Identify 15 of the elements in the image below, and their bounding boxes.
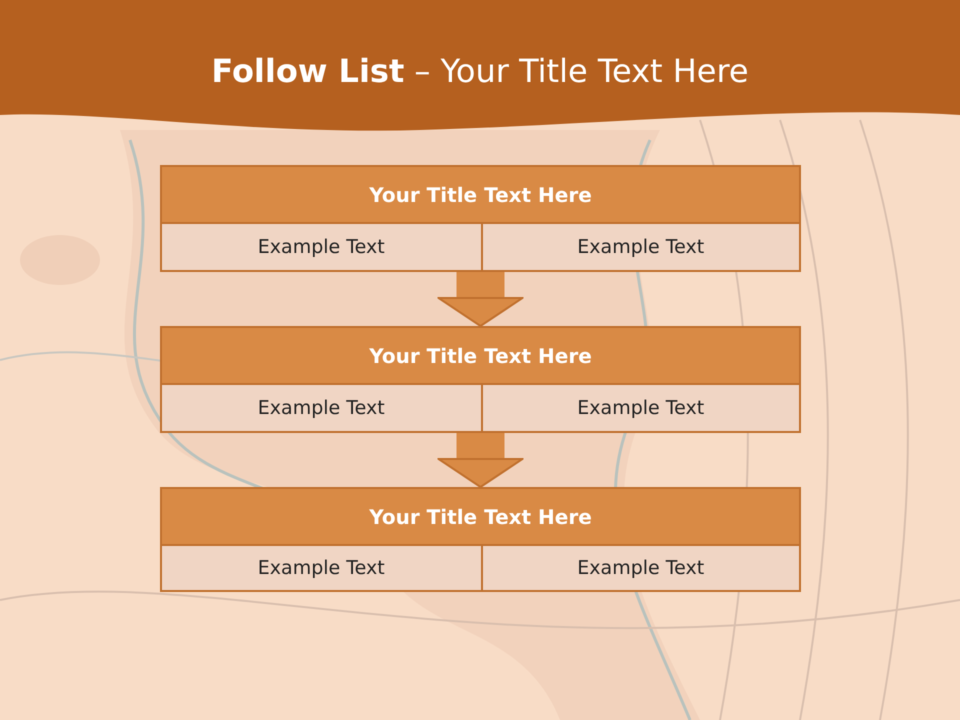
- slide-title: Follow List – Your Title Text Here: [210, 52, 750, 90]
- block-title: Your Title Text Here: [368, 182, 593, 208]
- text-cell: Example Text: [162, 222, 480, 270]
- block-title: Your Title Text Here: [368, 504, 593, 530]
- text-cell: Example Text: [162, 383, 480, 431]
- arrow: [438, 433, 524, 488]
- block-title: Your Title Text Here: [368, 342, 593, 370]
- list-block: [160, 487, 801, 592]
- text-cell: Example Text: [480, 544, 799, 590]
- arrow: [438, 272, 524, 327]
- text-cell: Example Text: [480, 222, 799, 270]
- text-cell: Example Text: [480, 383, 799, 431]
- text-cell: Example Text: [162, 544, 480, 590]
- list-block: [160, 326, 801, 433]
- list-block: [160, 165, 801, 272]
